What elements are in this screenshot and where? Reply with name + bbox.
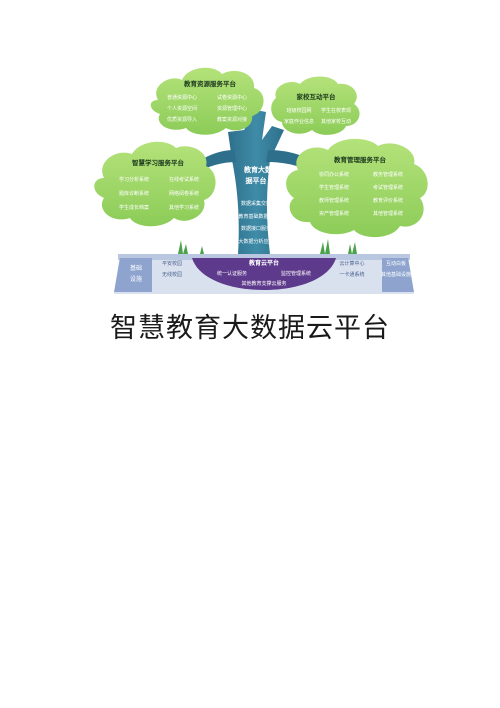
trunk-item: 教育基础数据库 bbox=[238, 213, 273, 220]
resource-platform-title: 教育资源服务平台 bbox=[183, 79, 237, 88]
home-school-title: 家校互动平台 bbox=[297, 92, 337, 101]
trunk-title-line2: 据平台 bbox=[246, 176, 267, 185]
cloud-platform-item: 统一认证服务 bbox=[217, 270, 247, 277]
learning-item: 在线考试系统 bbox=[169, 176, 199, 183]
base-left-item: 平安校园 bbox=[162, 260, 182, 267]
cloud-platform-band bbox=[192, 258, 336, 290]
trunk-item: 数据接口服务 bbox=[241, 225, 271, 232]
base-label-line2: 设施 bbox=[130, 275, 142, 283]
management-item: 资产管理系统 bbox=[319, 210, 349, 217]
management-platform-title: 教育管理服务平台 bbox=[333, 155, 387, 164]
resource-item: 教案资源对接 bbox=[217, 116, 247, 123]
base-right-tab bbox=[382, 258, 414, 292]
trunk-item: 数据采集交换 bbox=[241, 200, 271, 207]
learning-item: 其他学习系统 bbox=[169, 204, 199, 211]
base-left-item: 无线校园 bbox=[162, 271, 182, 278]
home-school-item: 其他家校互动 bbox=[321, 118, 351, 125]
grass-decoration bbox=[178, 239, 357, 254]
learning-item: 学习分析系统 bbox=[119, 176, 149, 183]
learning-item: 学生成长档案 bbox=[119, 204, 149, 211]
resource-item: 优质资源导入 bbox=[167, 116, 197, 123]
learning-platform-cloud bbox=[94, 141, 216, 227]
home-school-cloud bbox=[271, 76, 360, 135]
resource-item: 资源管理中心 bbox=[217, 105, 247, 112]
cloud-platform-item: 其他教育支撑云服务 bbox=[241, 280, 286, 287]
learning-item: 网络阅卷系统 bbox=[169, 190, 199, 197]
home-school-item: 班级校园网 bbox=[286, 107, 311, 114]
base-right-item: 云计算中心 bbox=[339, 260, 364, 267]
trunk-item: 大数据分析应用 bbox=[238, 238, 273, 245]
page-caption: 智慧教育大数据云平台 bbox=[110, 313, 390, 344]
resource-item: 试卷资源中心 bbox=[217, 94, 247, 101]
management-item: 考试管理系统 bbox=[373, 184, 403, 191]
home-school-item: 家庭作业信息 bbox=[284, 118, 314, 125]
learning-item: 题库诊断系统 bbox=[119, 190, 149, 197]
management-platform-cloud bbox=[286, 138, 428, 238]
resource-platform-cloud bbox=[150, 67, 264, 135]
cloud-platform-title: 教育云平台 bbox=[248, 259, 279, 267]
management-item: 教育评价系统 bbox=[373, 197, 403, 204]
trunk-title-line1: 教育大数 bbox=[243, 165, 273, 174]
base-right-item: 互动白板 bbox=[386, 260, 406, 267]
resource-item: 普通资源中心 bbox=[167, 94, 197, 101]
base-label-line1: 基础 bbox=[130, 264, 142, 272]
education-tree-diagram: 教育资源服务平台 普通资源中心 试卷资源中心 个人资源空间 资源管理中心 优质资… bbox=[94, 67, 428, 294]
management-item: 学生管理系统 bbox=[319, 184, 349, 191]
management-item: 协同办公系统 bbox=[319, 171, 349, 178]
management-item: 教师管理系统 bbox=[319, 197, 349, 204]
resource-item: 个人资源空间 bbox=[167, 105, 197, 112]
learning-platform-title: 智慧学习服务平台 bbox=[132, 158, 185, 167]
base-right-item: 一卡通系统 bbox=[339, 271, 364, 278]
management-item: 教务管理系统 bbox=[373, 171, 403, 178]
cloud-platform-item: 监控管理系统 bbox=[281, 270, 311, 277]
home-school-item: 学生在校表现 bbox=[321, 107, 351, 114]
base-left-tab bbox=[114, 258, 152, 292]
management-item: 其他管理系统 bbox=[373, 210, 403, 217]
base-right-item: 其他基础设施 bbox=[381, 271, 411, 278]
